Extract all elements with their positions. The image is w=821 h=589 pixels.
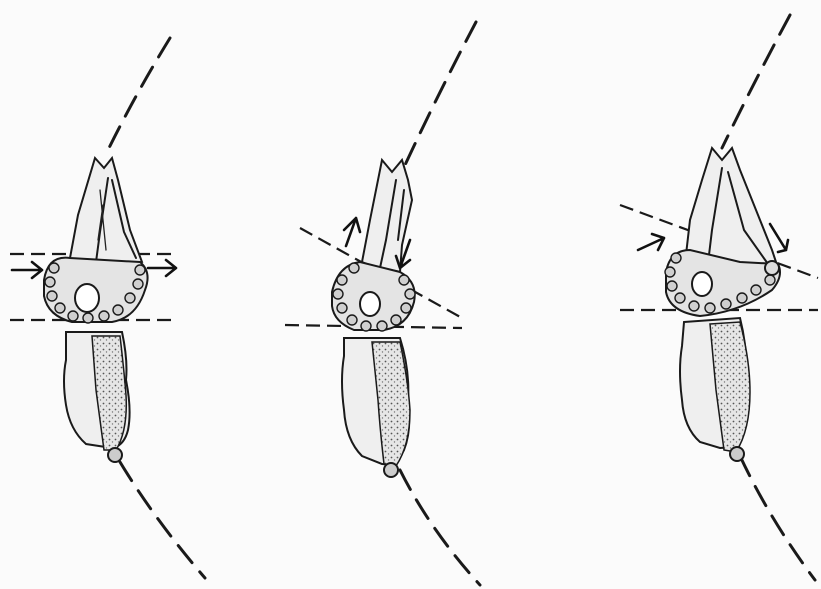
panel-3-spine-arc-lower: [740, 456, 815, 580]
panel-3-foot: [730, 447, 744, 461]
panel-2-up-arrow-icon: [344, 218, 360, 246]
panel-2-foot: [384, 463, 398, 477]
panel-3-head: [692, 272, 712, 296]
panel-3-spine-arc-upper: [722, 15, 790, 148]
panel-2-head: [360, 292, 380, 316]
panel-1-upper-body: [70, 158, 142, 270]
panel-3-right-arrow-icon: [638, 234, 664, 250]
panel-1-right-arrow-icon: [148, 260, 176, 276]
panel-1-head: [75, 284, 99, 312]
panel-1-left-arrow-icon: [12, 262, 42, 278]
panel-1-foot: [108, 448, 122, 462]
panel-3: [620, 15, 818, 580]
panel-1-spine-arc-upper: [108, 38, 170, 150]
panel-2-spine-arc-lower: [400, 470, 480, 585]
panel-3-down-arrow-icon: [770, 224, 788, 252]
panel-1: [10, 38, 205, 578]
panel-2-spine-arc-upper: [405, 22, 476, 165]
panel-2: [285, 22, 480, 585]
panel-1-spine-arc-lower: [120, 462, 205, 578]
panel-3-hand: [765, 261, 779, 275]
